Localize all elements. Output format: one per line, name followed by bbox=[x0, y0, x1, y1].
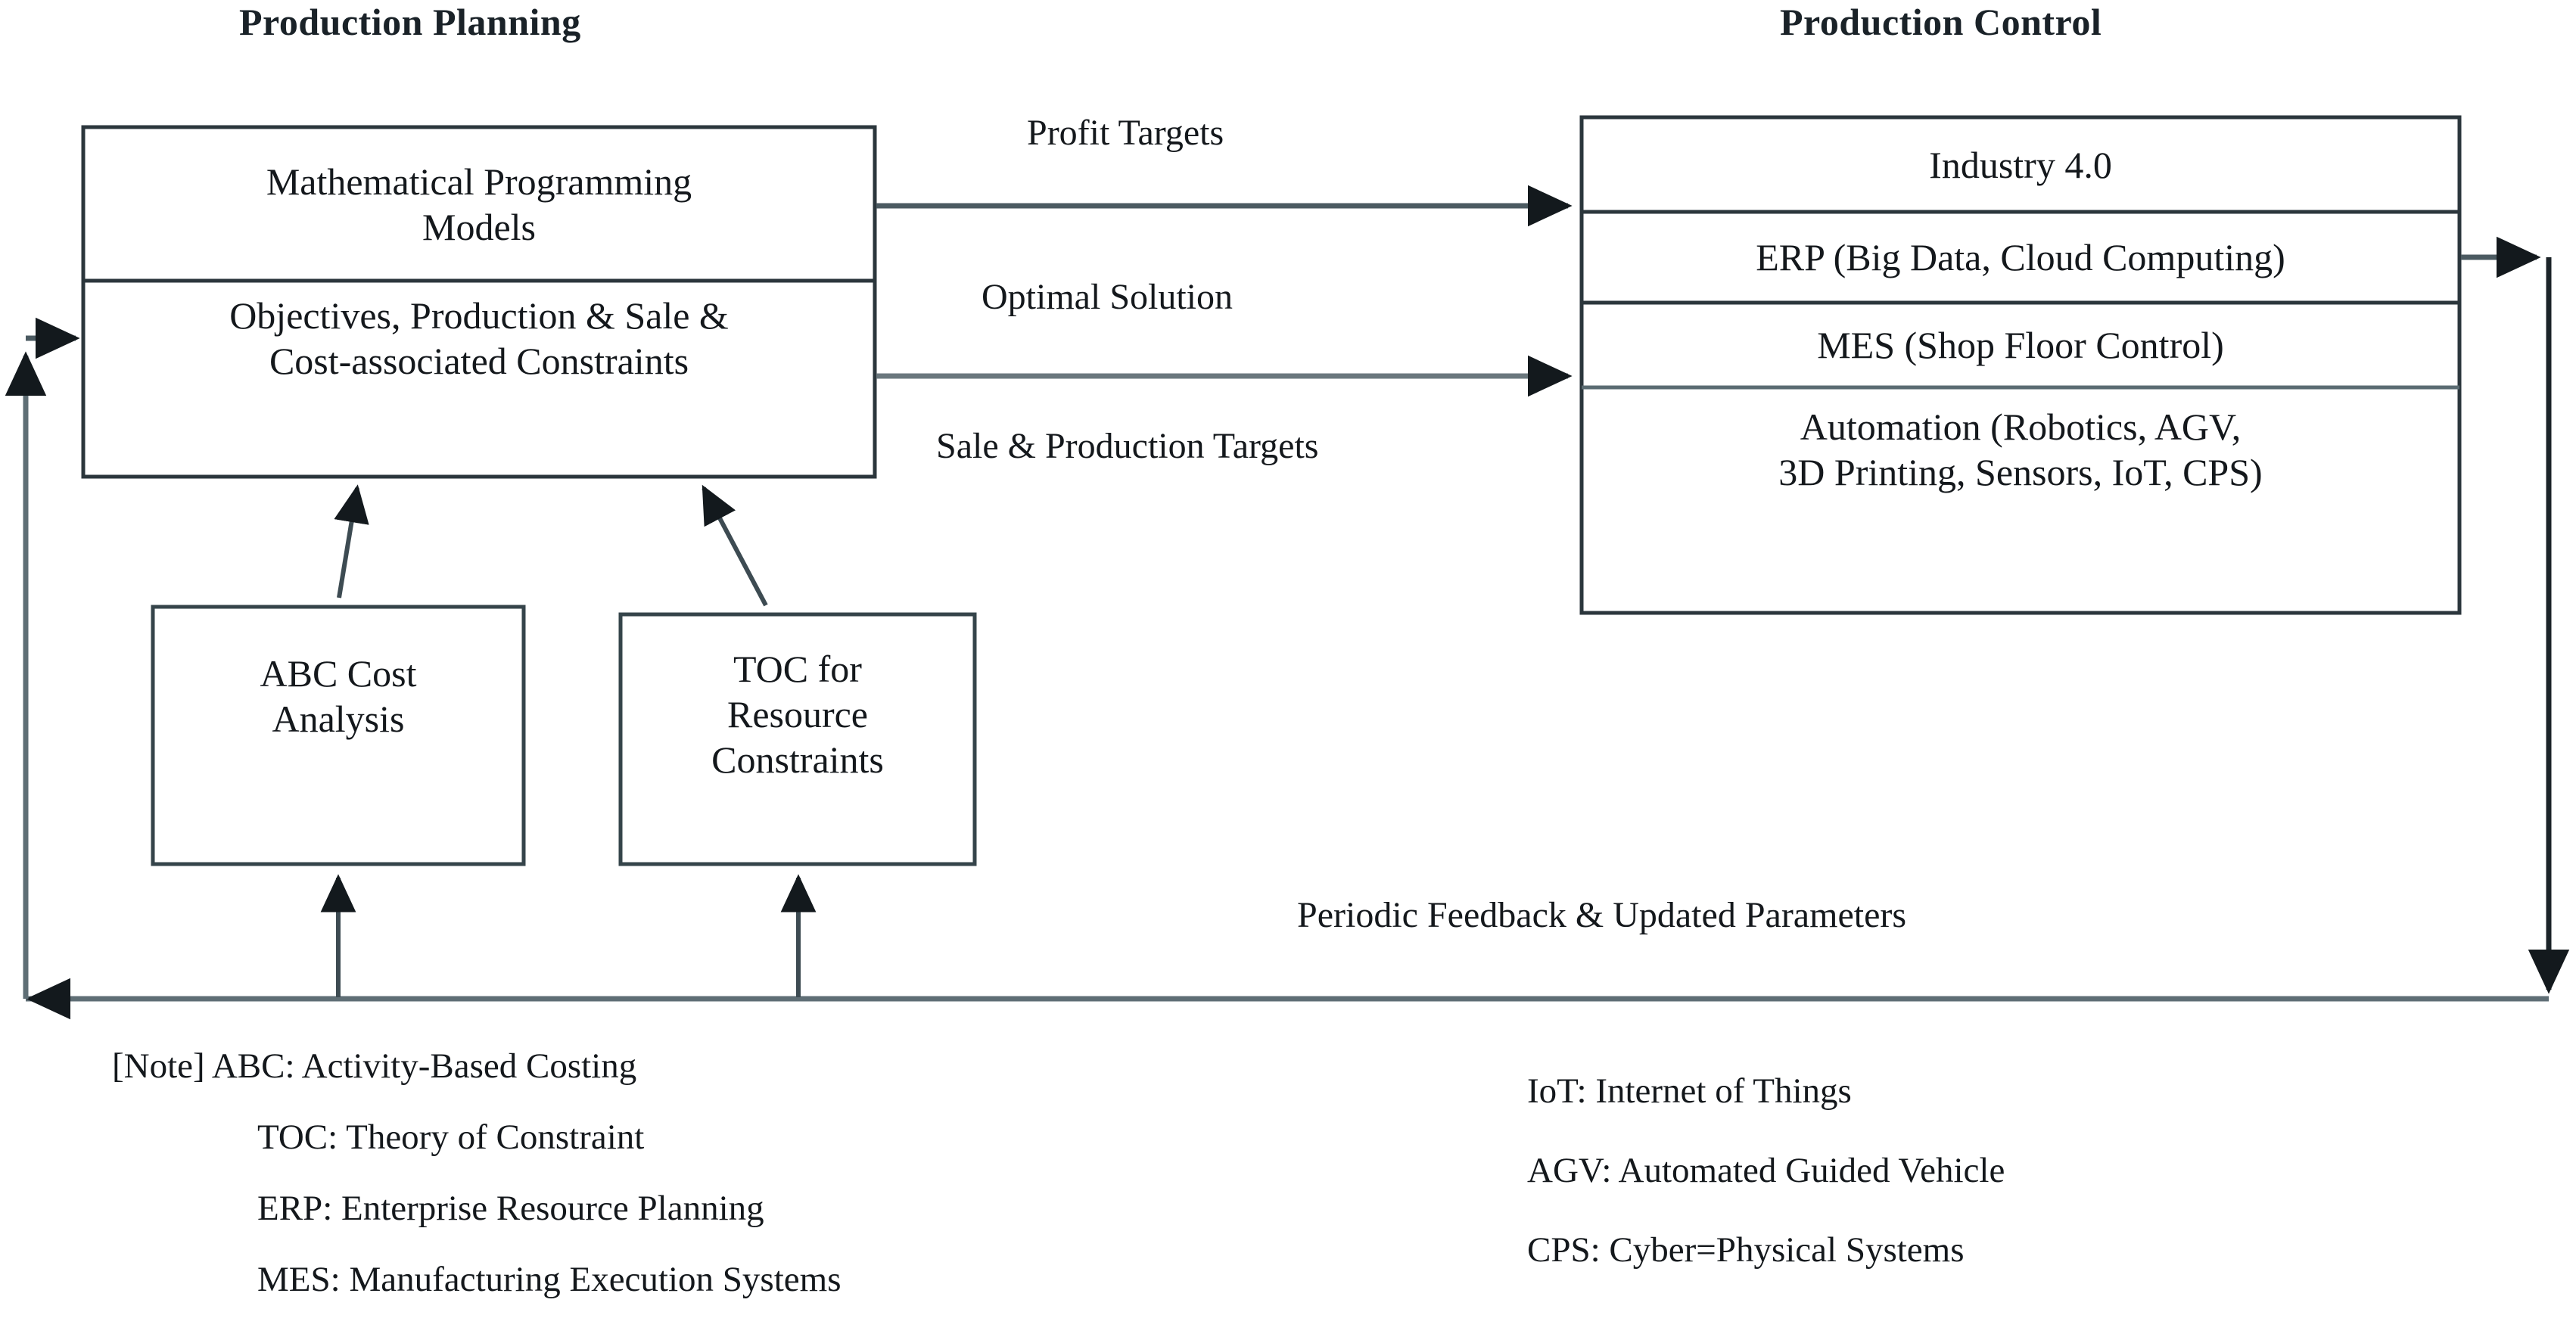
note-cps: CPS: Cyber=Physical Systems bbox=[1527, 1230, 1965, 1270]
control-row-erp: ERP (Big Data, Cloud Computing) bbox=[1756, 236, 2285, 278]
note-agv: AGV: Automated Guided Vehicle bbox=[1527, 1151, 2005, 1190]
label-periodic-feedback: Periodic Feedback & Updated Parameters bbox=[1297, 895, 1907, 935]
label-profit-targets: Profit Targets bbox=[1027, 113, 1224, 153]
label-optimal-solution: Optimal Solution bbox=[982, 277, 1234, 317]
note-abc: [Note] ABC: Activity-Based Costing bbox=[112, 1046, 637, 1086]
note-mes: MES: Manufacturing Execution Systems bbox=[257, 1260, 842, 1299]
note-iot: IoT: Internet of Things bbox=[1527, 1071, 1852, 1111]
toc-box-outline bbox=[618, 612, 977, 866]
planning-box-outline bbox=[81, 125, 877, 479]
note-toc: TOC: Theory of Constraint bbox=[257, 1118, 645, 1157]
control-row-industry40: Industry 4.0 bbox=[1929, 143, 2112, 186]
header-production-control: Production Control bbox=[1780, 1, 2102, 43]
planning-models-cell: Mathematical Programming Models bbox=[266, 160, 692, 248]
control-row-automation: Automation (Robotics, AGV, 3D Printing, … bbox=[1778, 406, 2263, 493]
arrow-toc-to-planning bbox=[702, 484, 768, 607]
abc-cost-analysis-box: ABC Cost Analysis bbox=[260, 652, 417, 740]
control-row-mes: MES (Shop Floor Control) bbox=[1817, 324, 2224, 366]
planning-constraints-cell: Objectives, Production & Sale & Cost-ass… bbox=[229, 294, 729, 382]
toc-resource-constraints-box: TOC for Resource Constraints bbox=[711, 648, 884, 781]
label-sale-production-targets: Sale & Production Targets bbox=[936, 426, 1319, 466]
header-production-planning: Production Planning bbox=[239, 1, 581, 43]
note-erp: ERP: Enterprise Resource Planning bbox=[257, 1189, 764, 1228]
abc-box-outline bbox=[151, 605, 526, 866]
control-box-outline bbox=[1579, 115, 2462, 615]
arrow-abc-to-planning bbox=[334, 484, 369, 598]
